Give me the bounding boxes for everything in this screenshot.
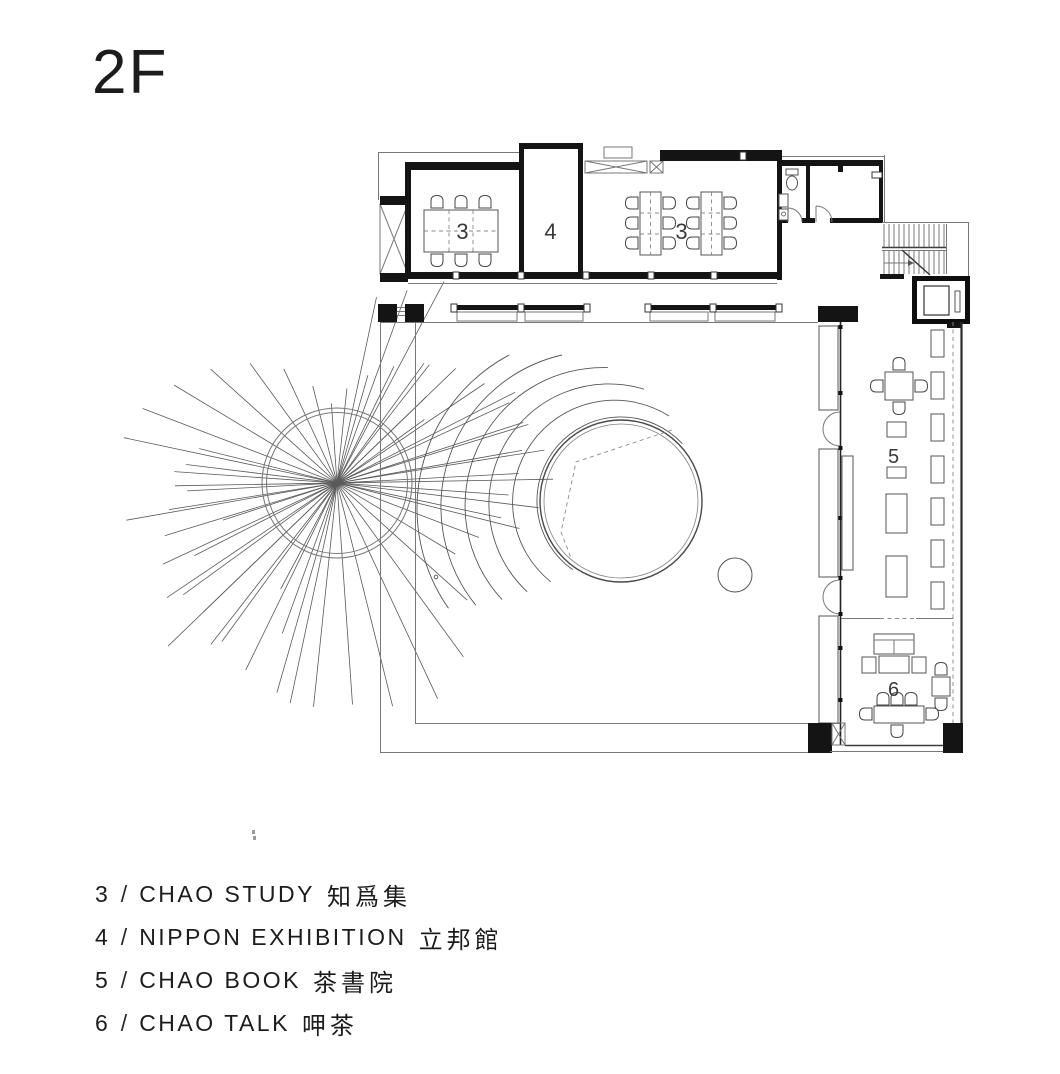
legend-name-en: CHAO TALK — [139, 1010, 290, 1036]
wing-top: 3 4 3 — [378, 143, 885, 284]
column-block — [378, 304, 397, 322]
sun-ray — [210, 364, 430, 645]
sun-ray — [281, 290, 408, 634]
room-label-exhibition: 4 — [544, 219, 557, 244]
swirl-arc — [536, 416, 683, 571]
sun-ray — [276, 375, 369, 693]
legend-number: 5 — [95, 967, 109, 993]
elevator-car — [923, 285, 950, 316]
swirl-arcs — [416, 354, 683, 609]
sink-icon — [778, 193, 789, 221]
dining-table — [859, 692, 939, 738]
print-speck — [253, 836, 256, 840]
sun-ray — [123, 437, 502, 519]
sun-ray — [183, 419, 425, 596]
swirl-arc — [512, 399, 670, 583]
legend: 3 / CHAO STUDY 知爲集 4 / NIPPON EXHIBITION… — [95, 873, 503, 1045]
sunburst-hub-circle — [261, 407, 413, 559]
room-label-study-right: 3 — [675, 219, 688, 244]
atrium-circle — [539, 419, 703, 583]
legend-number: 4 — [95, 924, 109, 950]
sun-ray — [221, 363, 425, 642]
toilet-icon — [785, 168, 799, 191]
legend-number: 6 — [95, 1010, 109, 1036]
column-block — [405, 304, 424, 322]
legend-item-book: 5 / CHAO BOOK 茶書院 — [95, 959, 503, 1002]
legend-name-en: NIPPON EXHIBITION — [139, 924, 407, 950]
legend-name-cn: 呷茶 — [301, 1013, 358, 1040]
table-book-room — [870, 357, 928, 415]
legend-separator: / — [120, 967, 128, 993]
armchair-pair — [931, 662, 951, 711]
sun-ray — [186, 464, 539, 509]
swirl-arc — [464, 367, 608, 600]
sun-ray — [199, 448, 520, 529]
swirl-arc — [488, 383, 645, 593]
sun-ray — [331, 403, 353, 705]
sun-ray — [164, 424, 529, 536]
legend-item-exhibition: 4 / NIPPON EXHIBITION 立邦館 — [95, 916, 503, 959]
print-speck — [252, 830, 255, 834]
roof-notch — [603, 146, 633, 159]
room-label-study-left: 3 — [456, 219, 469, 244]
sun-ray — [194, 391, 516, 556]
sun-ray — [283, 368, 438, 699]
shaft-left — [379, 196, 409, 282]
sofa-set — [861, 633, 927, 674]
room-label-book: 5 — [888, 446, 900, 468]
sun-ray — [166, 383, 485, 598]
sun-ray — [222, 422, 524, 521]
tiny-dot — [433, 574, 439, 580]
sun-ray — [280, 281, 445, 590]
sun-ray — [169, 449, 545, 510]
legend-name-en: CHAO BOOK — [139, 967, 301, 993]
elevator — [912, 276, 970, 328]
sun-ray — [313, 388, 348, 707]
double-door-arcs — [822, 411, 841, 615]
table-study-left — [423, 195, 499, 267]
legend-separator: / — [120, 924, 128, 950]
swirl-arc — [440, 354, 563, 606]
floor-title: 2F — [92, 38, 169, 107]
legend-item-talk: 6 / CHAO TALK 呷茶 — [95, 1002, 503, 1045]
sun-ray — [312, 385, 393, 707]
legend-separator: / — [120, 881, 128, 907]
sun-ray — [245, 366, 395, 671]
swirl-arc — [416, 354, 510, 609]
window-bars — [450, 303, 783, 322]
wing-right: 5 6 — [808, 322, 963, 753]
elevator-door — [954, 290, 961, 313]
sun-ray — [142, 408, 480, 538]
legend-number: 3 — [95, 881, 109, 907]
room-label-talk: 6 — [888, 679, 900, 701]
bench — [841, 455, 854, 571]
sun-ray — [174, 478, 554, 487]
legend-name-en: CHAO STUDY — [139, 881, 315, 907]
tables-study-right — [625, 191, 737, 256]
legend-separator: / — [120, 1010, 128, 1036]
sun-ray — [202, 368, 456, 613]
bookshelves — [930, 329, 945, 610]
sun-ray — [173, 384, 456, 555]
column-block — [818, 306, 858, 322]
wc-rooms — [777, 160, 883, 223]
staircase — [880, 222, 969, 279]
legend-name-cn: 茶書院 — [313, 970, 397, 997]
lintel-x — [584, 160, 664, 174]
stair-direction-arrow — [908, 260, 914, 266]
legend-name-cn: 知爲集 — [326, 884, 411, 911]
sun-ray — [289, 297, 377, 704]
sun-ray — [210, 368, 468, 601]
dashed-outline — [560, 429, 673, 559]
sun-ray — [249, 363, 464, 658]
sunburst-rays — [123, 281, 554, 707]
sun-ray — [187, 473, 519, 492]
small-circle — [717, 557, 753, 593]
legend-name-cn: 立邦館 — [418, 927, 503, 954]
legend-item-study: 3 / CHAO STUDY 知爲集 — [95, 873, 503, 916]
column-x — [831, 722, 846, 746]
courtyard — [252, 303, 858, 840]
